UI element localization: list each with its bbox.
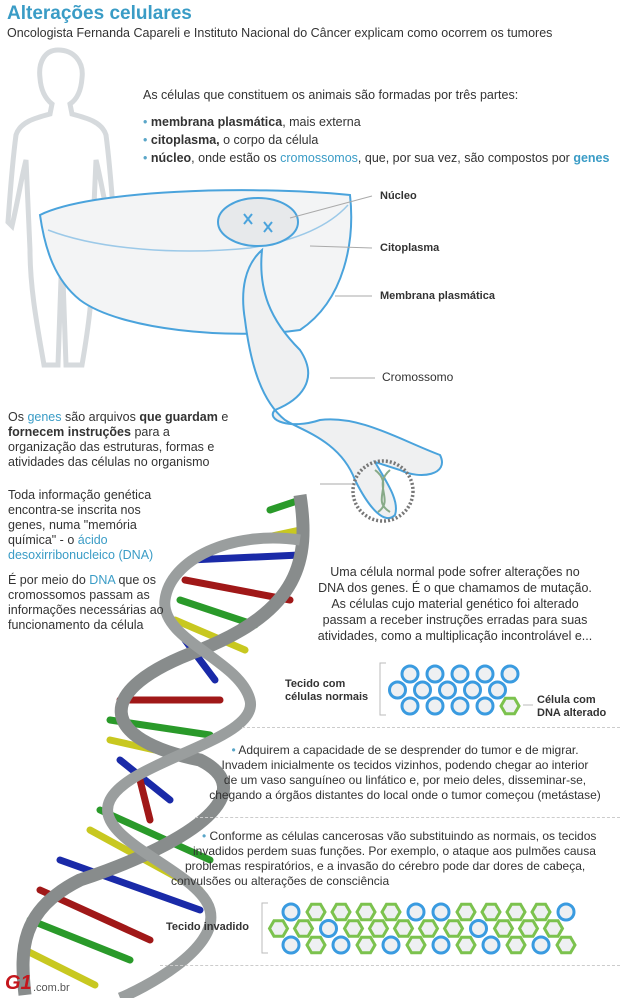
dna-backbone-1 — [16, 494, 310, 996]
divider — [160, 965, 620, 966]
altered-cell — [417, 919, 440, 938]
normal-cell — [431, 902, 451, 922]
intro-item-cytoplasm: • citoplasma, o corpo da célula — [143, 133, 319, 147]
altered-cell — [555, 935, 577, 955]
normal-cell — [475, 696, 495, 716]
normal-cell — [425, 664, 445, 684]
label-nucleus: Núcleo — [380, 190, 417, 202]
label-membrane: Membrana plasmática — [380, 290, 495, 302]
chromosome — [242, 247, 443, 520]
altered-cell — [505, 935, 527, 955]
normal-cell — [463, 680, 482, 700]
altered-cell — [355, 935, 377, 955]
altered-cell — [330, 902, 352, 922]
intro-item-nucleus: • núcleo, onde estão os cromossomos, que… — [143, 151, 610, 165]
dna-base-pair — [21, 946, 99, 989]
altered-cell — [442, 919, 465, 938]
dna-base-pair — [26, 916, 134, 964]
dna-base-pair — [116, 756, 174, 804]
altered-cell — [380, 902, 402, 922]
dna-paragraph: Toda informação genética encontra-se ins… — [8, 488, 154, 562]
metastasis-paragraph: • Adquirem a capacidade de se desprender… — [209, 743, 601, 802]
altered-cell — [342, 919, 365, 938]
normal-tissue-cells — [388, 664, 521, 716]
divider — [195, 817, 620, 818]
altered-cell — [392, 919, 415, 938]
cytoplasm-cut — [47, 204, 349, 252]
normal-cell — [425, 696, 445, 716]
normal-cell — [488, 680, 507, 700]
page-title: Alterações celulares — [7, 3, 192, 24]
normal-cell — [388, 680, 407, 700]
dna-base-pair — [176, 596, 259, 629]
invaded-tissue-label: Tecido invadido — [166, 921, 249, 933]
normal-cell — [475, 664, 495, 684]
normal-cell — [281, 935, 301, 955]
normal-cell — [481, 935, 501, 955]
footer-domain: .com.br — [33, 982, 70, 994]
normal-cell — [413, 680, 432, 700]
nucleus — [217, 197, 299, 247]
normal-cell — [381, 935, 401, 955]
normal-cell — [400, 696, 420, 716]
altered-cell — [305, 902, 327, 922]
normal-cell — [438, 680, 457, 700]
label-cytoplasm: Citoplasma — [380, 242, 440, 254]
normal-cell — [331, 935, 351, 955]
dna-base-pair — [181, 576, 294, 604]
altered-cell — [542, 919, 565, 938]
normal-cell — [531, 935, 551, 955]
g1-logo[interactable]: G1 — [5, 972, 32, 994]
divider — [242, 727, 620, 728]
altered-cell — [480, 902, 502, 922]
normal-cell — [450, 696, 470, 716]
chromosome-x-icons — [243, 213, 273, 233]
altered-cell — [517, 919, 540, 938]
normal-cell — [400, 664, 420, 684]
dna-base-pair — [186, 551, 304, 564]
intro-item-membrane: • membrana plasmática, mais externa — [143, 115, 361, 129]
dna-backbone-2 — [102, 532, 301, 998]
altered-cell — [505, 902, 527, 922]
mini-dna-icon — [374, 469, 391, 513]
altered-cell — [367, 919, 390, 938]
dna-base-pair — [136, 776, 154, 824]
normal-cell — [450, 664, 470, 684]
normal-cell — [406, 902, 426, 922]
normal-cell — [431, 935, 451, 955]
normal-cell — [281, 902, 301, 922]
altered-cell — [405, 935, 427, 955]
altered-cell — [355, 902, 377, 922]
invasion-paragraph: • Conforme as células cancerosas vão sub… — [171, 829, 597, 888]
dna-base-pair — [96, 806, 214, 864]
altered-cell — [292, 919, 315, 938]
altered-cell — [305, 935, 327, 955]
dna-base-pair — [56, 856, 204, 914]
altered-cell — [530, 902, 552, 922]
invaded-tissue-cells — [267, 902, 577, 955]
dna-paragraph-2: É por meio do DNA que os cromossomos pas… — [8, 573, 164, 632]
normal-cell — [500, 664, 520, 684]
altered-cell — [492, 919, 515, 938]
label-chromosome: Cromossomo — [382, 370, 454, 384]
page-subtitle: Oncologista Fernanda Capareli e Institut… — [7, 26, 553, 40]
dna-base-pair — [171, 616, 249, 654]
normal-cell — [319, 919, 338, 938]
genes-paragraph: Os genes são arquivos que guardam e forn… — [8, 410, 229, 469]
altered-cell — [455, 935, 477, 955]
altered-cell — [455, 902, 477, 922]
altered-cell — [267, 919, 290, 938]
normal-cell — [469, 919, 488, 938]
altered-cell — [499, 696, 521, 716]
normal-cell — [556, 902, 576, 922]
intro-lead: As células que constituem os animais são… — [143, 88, 519, 102]
mutation-paragraph: Uma célula normal pode sofrer alterações… — [317, 565, 593, 643]
dna-zoom-circle — [351, 459, 415, 523]
